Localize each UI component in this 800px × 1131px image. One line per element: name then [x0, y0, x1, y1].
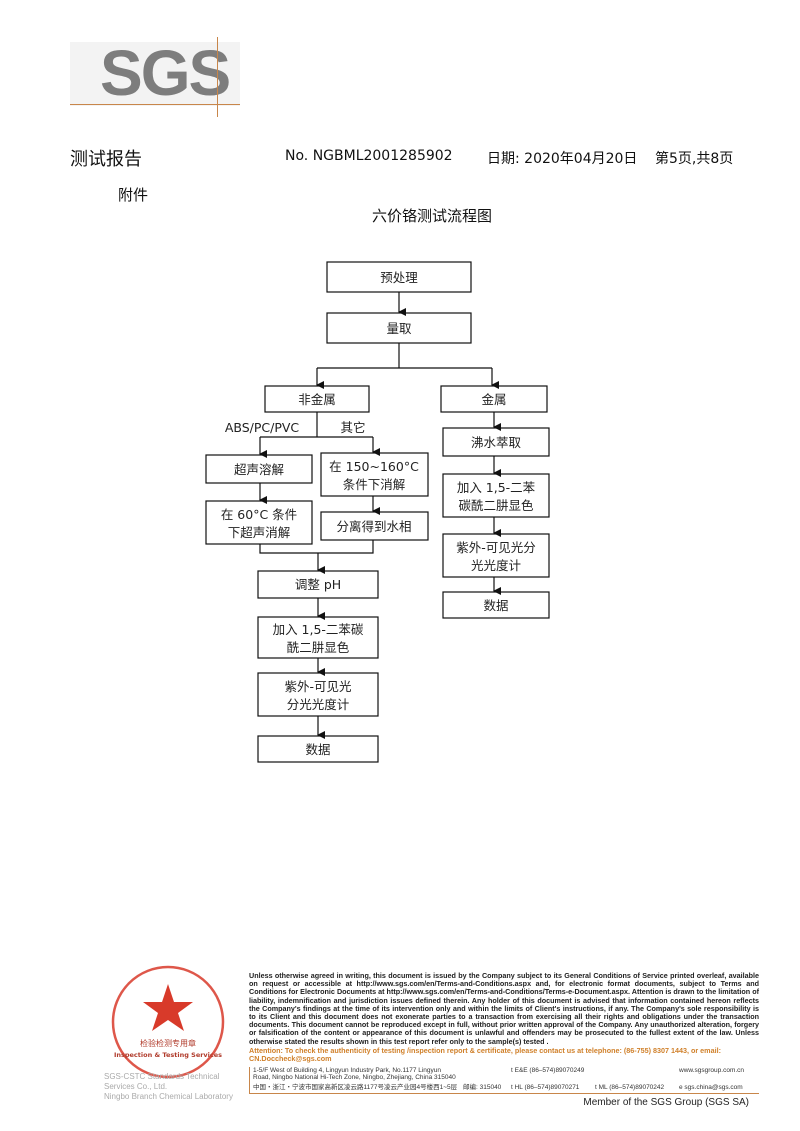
node-ultra-dissolve: 超声溶解 — [234, 462, 284, 477]
box-add-dpc — [257, 616, 379, 659]
node-uvvis-line2: 分光光度计 — [287, 697, 350, 712]
flow-connectors — [259, 292, 501, 739]
box-m-uvvis — [442, 533, 550, 578]
page-indicator: 第5页,共8页 — [655, 151, 734, 167]
node-digest-150-line2: 条件下消解 — [343, 477, 406, 492]
node-ultra-60-line2: 下超声消解 — [228, 525, 291, 540]
sgs-membership: Member of the SGS Group (SGS SA) — [583, 1097, 749, 1109]
box-m-data — [442, 591, 550, 619]
report-date: 日期: 2020年04月20日 — [487, 151, 638, 167]
tel-ee: t E&E (86–574)89070249 — [511, 1066, 585, 1074]
node-m-uvvis-line2: 光光度计 — [471, 558, 521, 573]
website: www.sgsgroup.com.cn — [679, 1066, 745, 1074]
node-add-dpc-line1: 加入 1,5-二苯碳 — [273, 622, 364, 637]
attachment-label: 附件 — [118, 186, 149, 204]
flowchart: 预处理 量取 非金属 金属 ABS/PC/PVC 其它 超声溶解 在 150~1… — [205, 261, 550, 763]
box-pretreat — [326, 261, 472, 293]
company-block: SGS-CSTC Standards Technical Services Co… — [104, 1072, 244, 1102]
node-m-uvvis-line1: 紫外-可见光分 — [456, 540, 536, 555]
tel-ml: t ML (86–574)89070242 — [595, 1083, 665, 1091]
node-boil-extract: 沸水萃取 — [471, 435, 522, 450]
node-digest-150-line1: 在 150~160°C — [329, 459, 419, 474]
node-pretreat: 预处理 — [380, 270, 418, 285]
node-nonmetal: 非金属 — [298, 392, 336, 407]
sgs-logo: SGS — [100, 37, 231, 109]
email: e sgs.china@sgs.com — [679, 1083, 743, 1091]
branch-label-other: 其它 — [340, 420, 365, 435]
report-number: No. NGBML2001285902 — [285, 148, 453, 164]
node-adjust-ph: 调整 pH — [295, 577, 341, 592]
box-separate — [320, 511, 429, 541]
node-ultra-60-line1: 在 60°C 条件 — [221, 507, 297, 522]
address-en: 1-5/F West of Building 4, Lingyun Indust… — [253, 1066, 456, 1082]
node-metal: 金属 — [481, 392, 506, 407]
box-ultra-60 — [205, 500, 313, 545]
stamp-center-en: Inspection & Testing Services — [114, 1051, 222, 1059]
node-uvvis-line1: 紫外-可见光 — [284, 679, 351, 694]
star-icon — [143, 984, 193, 1031]
report-title: 测试报告 — [70, 149, 142, 170]
postcode-cn: 邮编: 315040 — [463, 1083, 502, 1091]
node-separate: 分离得到水相 — [336, 519, 411, 534]
box-adjust-ph — [257, 570, 379, 599]
logo-rule — [70, 104, 240, 105]
lab-name-en: Ningbo Branch Chemical Laboratory — [104, 1092, 233, 1101]
inspection-stamp: 检验检测专用章 Inspection & Testing Services — [111, 965, 225, 1079]
node-add-dpc-line2: 酰二肼显色 — [287, 640, 350, 655]
flowchart-title: 六价铬测试流程图 — [371, 207, 492, 225]
authenticity-notice: Attention: To check the authenticity of … — [249, 1045, 721, 1064]
footer: Unless otherwise agreed in writing, this… — [249, 971, 759, 1109]
branch-label-abs: ABS/PC/PVC — [225, 420, 300, 435]
disclaimer-text: Unless otherwise agreed in writing, this… — [249, 971, 759, 1046]
tel-hl: t HL (86–574)89070271 — [511, 1083, 580, 1091]
node-m-add-dpc-line2: 碳酰二肼显色 — [458, 498, 534, 513]
node-data: 数据 — [305, 742, 330, 757]
box-digest-150 — [320, 452, 429, 497]
node-measure: 量取 — [386, 321, 412, 336]
logo-background — [70, 42, 240, 106]
node-m-add-dpc-line1: 加入 1,5-二苯 — [457, 480, 536, 495]
address-cn: 中国・浙江・宁波市国家高新区凌云路1177号凌云产业园4号楼西1~5层 — [253, 1083, 458, 1091]
company-name-en: SGS-CSTC Standards Technical Services Co… — [104, 1072, 220, 1091]
node-m-data: 数据 — [483, 598, 508, 613]
logo-rule-vertical — [217, 37, 218, 117]
stamp-center-cn: 检验检测专用章 — [140, 1038, 196, 1048]
contact-block: 1-5/F West of Building 4, Lingyun Indust… — [249, 1066, 759, 1095]
